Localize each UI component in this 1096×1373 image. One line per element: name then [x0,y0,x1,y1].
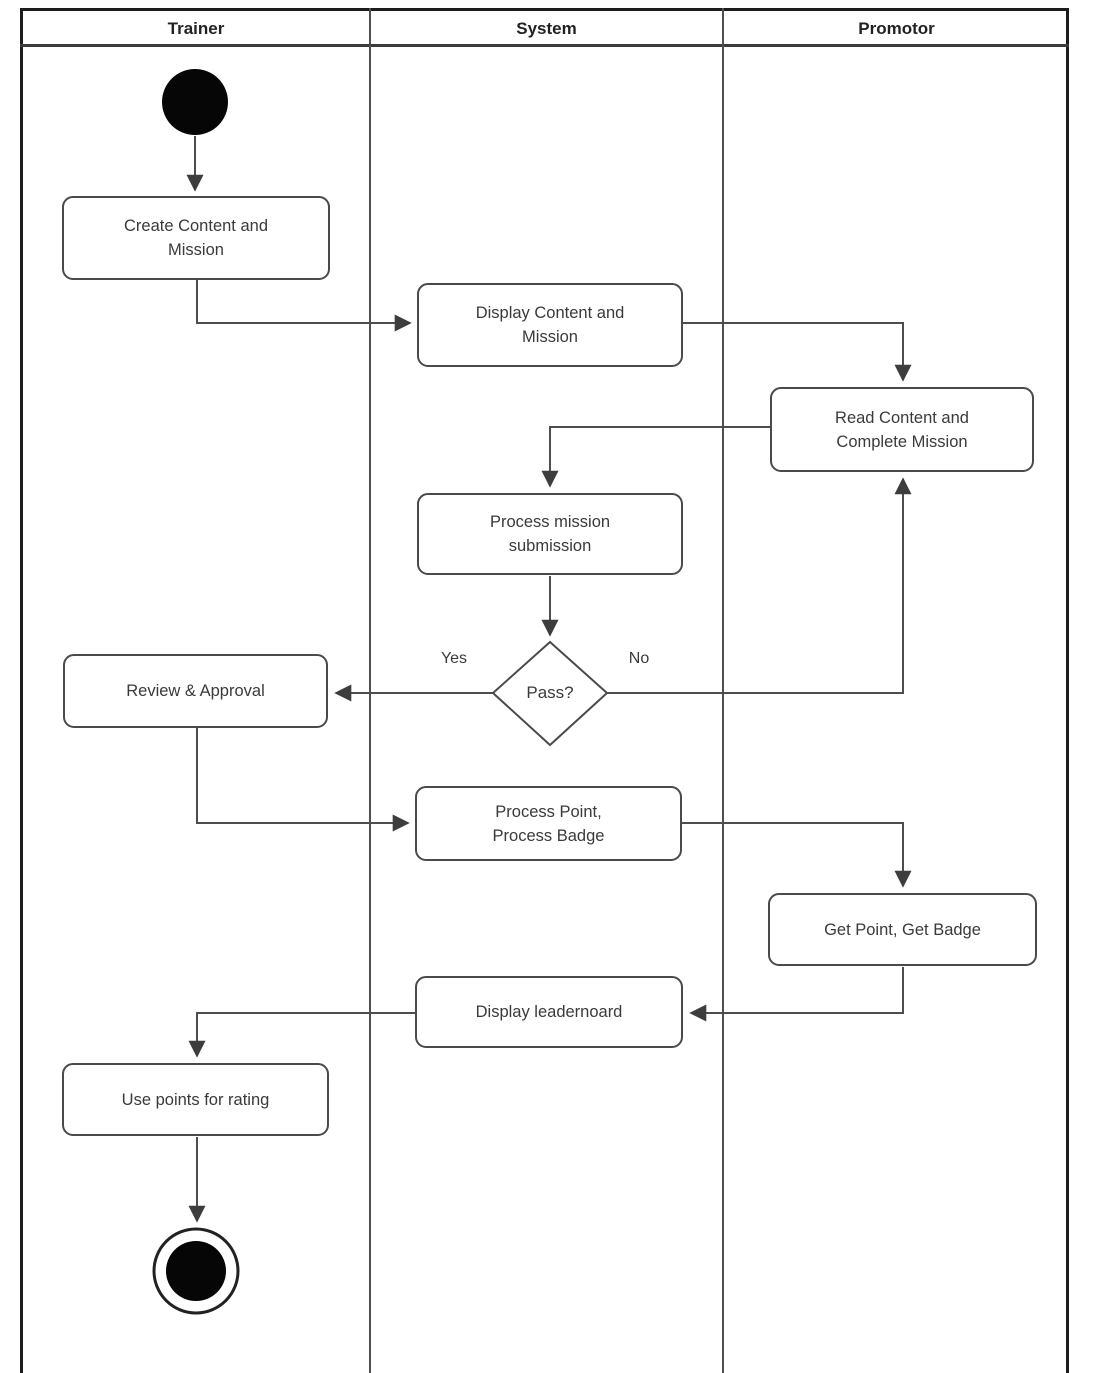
node-get-point-get-badge: Get Point, Get Badge [768,893,1037,966]
swimlane-frame [20,8,1069,1373]
edge-decision-no-to-read-content [607,477,912,694]
edge-read-content-to-process-mission [541,426,772,488]
decision-label: Pass? [526,683,574,702]
lane-header-separator [20,44,1069,47]
lane-divider-system-promotor [722,8,724,1373]
decision-diamond [491,640,609,747]
edge-review-approval-to-process-point [196,728,410,832]
node-create-content-and-mission: Create Content and Mission [62,196,330,280]
node-display-leaderboard: Display leadernoard [415,976,683,1048]
node-process-point-process-badge: Process Point, Process Badge [415,786,682,861]
lane-header-trainer: Trainer [167,19,225,38]
node-use-points-for-rating: Use points for rating [62,1063,329,1136]
node-process-mission-submission: Process mission submission [417,493,683,575]
edge-get-point-to-display-leaderboard [689,967,904,1022]
node-display-content-and-mission: Display Content and Mission [417,283,683,367]
edge-create-content-to-display-content [196,280,412,332]
guard-label-yes: Yes [440,650,468,667]
end-node [166,1241,226,1301]
node-review-and-approval: Review & Approval [63,654,328,728]
node-read-content-and-complete-mission: Read Content and Complete Mission [770,387,1034,472]
edge-display-leaderboard-to-use-points [188,1012,415,1058]
lane-divider-trainer-system [369,8,371,1373]
edge-process-point-to-get-point [681,822,912,888]
edge-display-content-to-read-content [681,322,912,382]
lane-header-system: System [516,19,577,38]
lane-header-promotor: Promotor [858,19,935,38]
start-node [162,69,228,135]
guard-label-no: No [628,650,650,667]
